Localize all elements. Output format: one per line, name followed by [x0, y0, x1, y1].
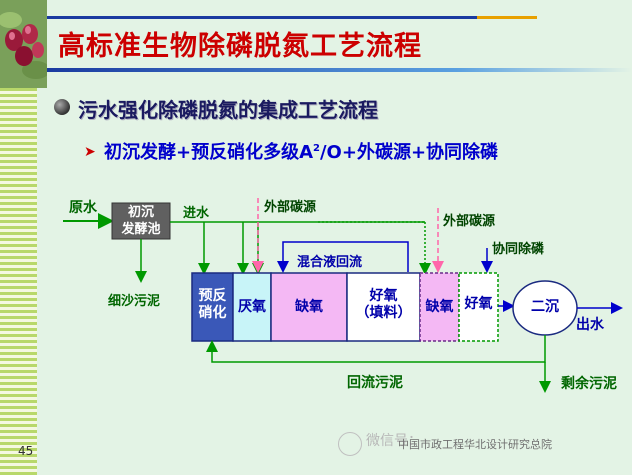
decorative-sidebar [0, 0, 47, 475]
co-phosphorus-label: 协同除磷 [492, 242, 545, 257]
aerobic-fill-label: 好氧 （填料） [347, 288, 420, 322]
primary-tank-label: 初沉 发酵池 [114, 204, 168, 238]
title-underline [47, 68, 632, 72]
external-carbon-label-1: 外部碳源 [264, 200, 317, 215]
anaerobic-label: 厌氧 [238, 299, 266, 315]
return-sludge-line [206, 335, 546, 363]
predenit-label: 预反 硝化 [192, 288, 233, 322]
page-number: 45 [18, 444, 34, 458]
aerobic-line2: （填料） [355, 305, 412, 321]
aerobic-label-2: 好氧 [464, 296, 493, 312]
section-subheading: 初沉发酵+预反硝化多级A2/O+外碳源+协同除磷 [104, 138, 498, 164]
predenit-line2: 硝化 [198, 305, 227, 321]
anoxic-box-1 [270, 272, 348, 342]
anoxic-label-1: 缺氧 [295, 299, 323, 315]
mixed-recycle-line [277, 241, 409, 273]
watermark-org: 中国市政工程华北设计研究总院 [398, 438, 552, 451]
berry-image [0, 0, 47, 88]
subheading-part2: /O+外碳源+协同除磷 [319, 142, 499, 163]
subheading-superscript: 2 [313, 143, 320, 154]
top-decor-bar [47, 16, 537, 19]
stripe-pattern [0, 88, 47, 475]
watermark-text: 微信号： [366, 433, 422, 449]
mixed-recycle-label: 混合液回流 [297, 255, 363, 270]
slide-title: 高标准生物除磷脱氮工艺流程 [58, 31, 422, 62]
primary-tank-line2: 发酵池 [121, 222, 161, 237]
effluent-label: 出水 [576, 317, 604, 333]
subheading-part1: 初沉发酵+预反硝化多级A [104, 142, 314, 163]
inflow-label: 进水 [183, 206, 210, 221]
arrow-bullet-icon: ➤ [84, 144, 96, 160]
primary-fermentation-tank [111, 202, 171, 240]
raw-water-label: 原水 [69, 200, 97, 216]
clarifier-label: 二沉 [531, 299, 559, 315]
fine-sludge-label: 细沙污泥 [108, 294, 161, 309]
predenit-line1: 预反 [198, 288, 227, 304]
aerobic-line1: 好氧 [369, 288, 398, 304]
anoxic-label-2: 缺氧 [425, 299, 454, 315]
predenit-box [191, 272, 234, 342]
anoxic-box-2 [419, 272, 460, 342]
aerobic-box-2 [458, 272, 499, 342]
external-carbon-label-2: 外部碳源 [443, 214, 496, 229]
wechat-logo-icon [338, 432, 362, 456]
primary-tank-line1: 初沉 [127, 205, 154, 220]
excess-sludge-label: 剩余污泥 [561, 376, 617, 392]
return-sludge-label: 回流污泥 [347, 375, 403, 391]
section-heading: 污水强化除磷脱氮的集成工艺流程 [78, 98, 378, 122]
bullet-icon [54, 99, 70, 115]
